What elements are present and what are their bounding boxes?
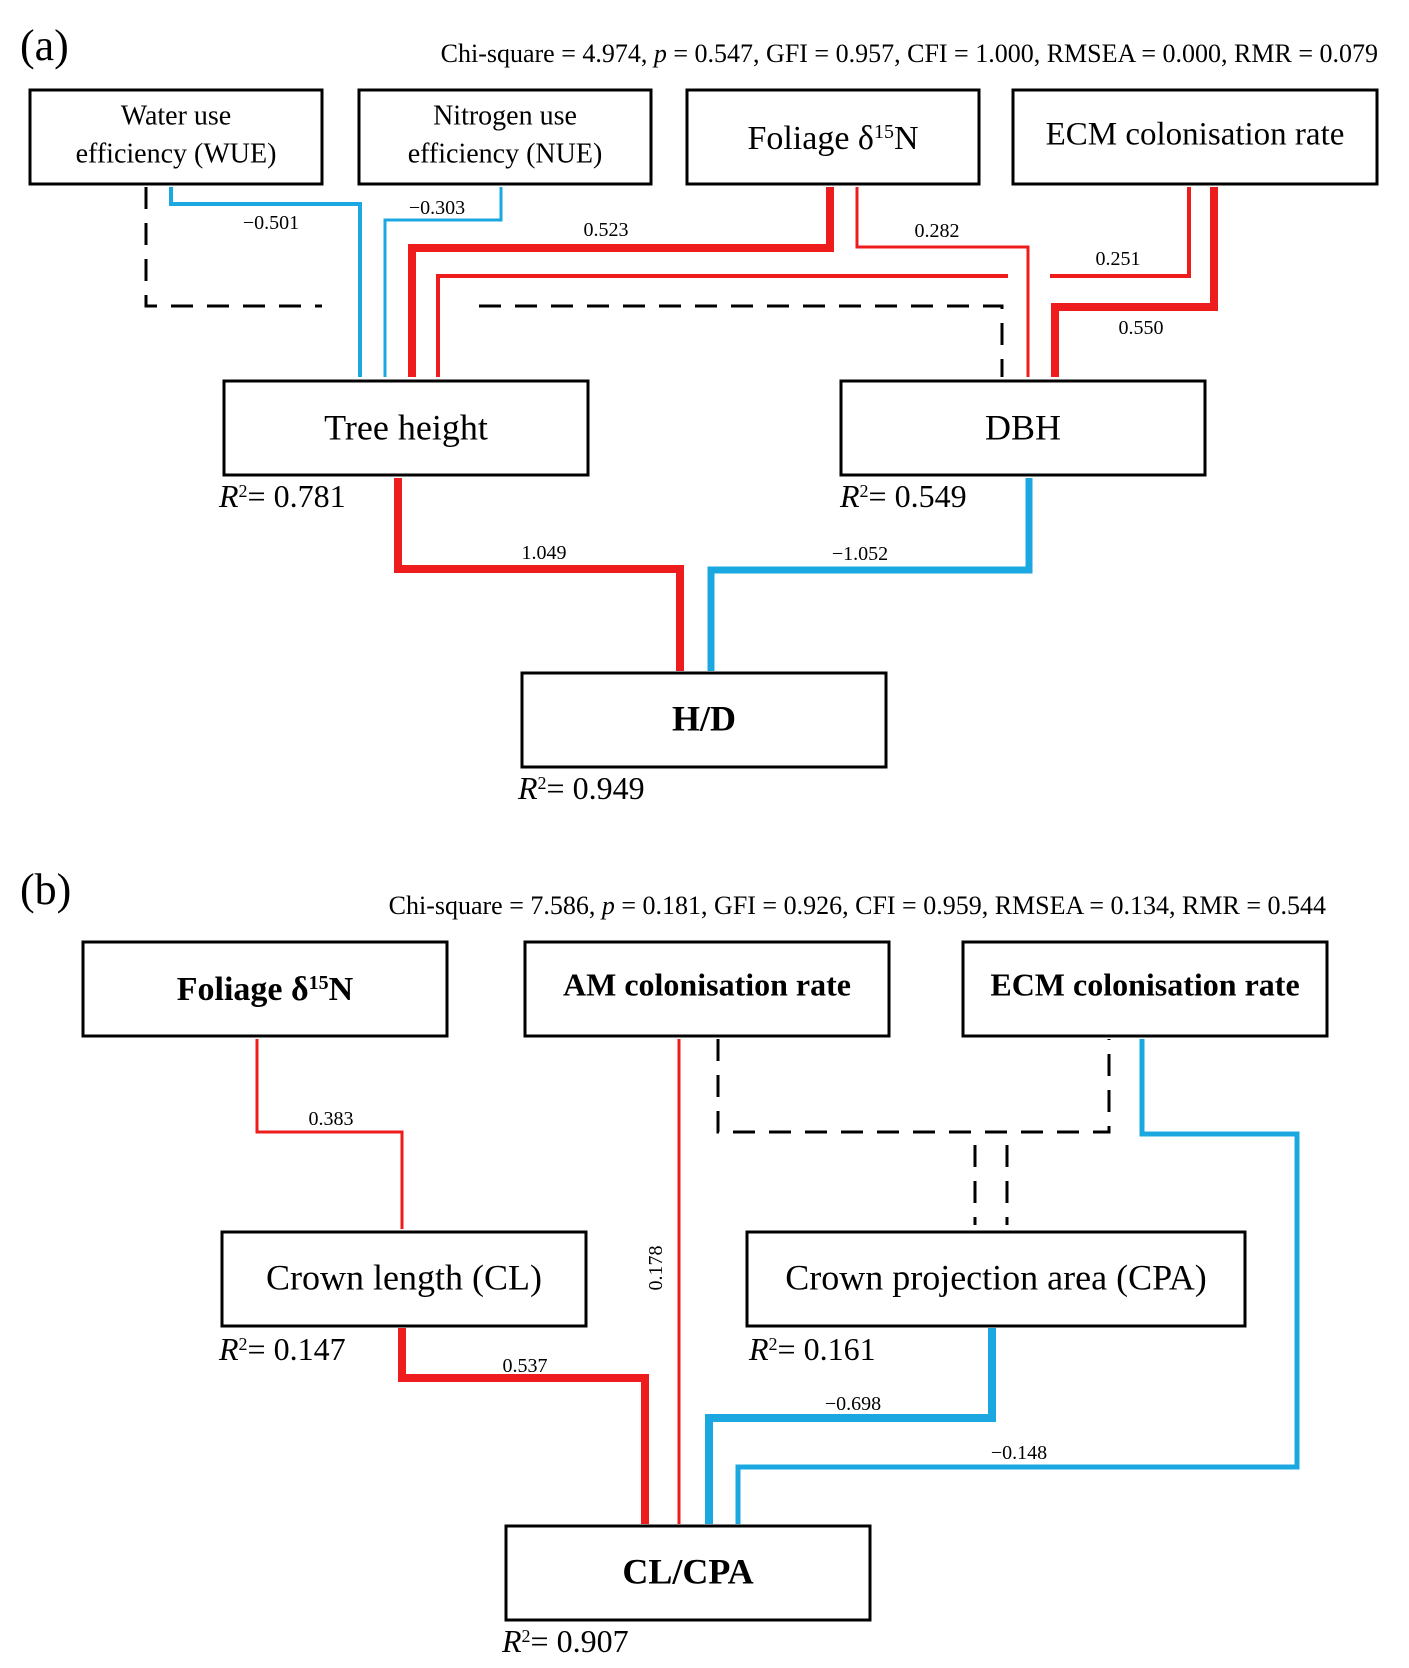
node-nue: Nitrogen use efficiency (NUE) [357,88,653,186]
panel-a-fit-indices: Chi-square = 4.974, p = 0.547, GFI = 0.9… [441,39,1378,68]
path-ecm-dbh [1051,187,1218,377]
coef-foliage-cl: 0.383 [309,1108,354,1130]
path-dbh-hd [707,478,1033,671]
coef-cpa-clcpa: −0.698 [825,1393,881,1415]
coef-cl-clcpa: 0.537 [503,1355,548,1377]
panel-a-label: (a) [20,21,69,70]
r2-dbh: R2= 0.549 [839,478,967,514]
path-cpa-clcpa [705,1328,996,1524]
path-cl-clcpa [398,1328,649,1524]
r2-cl: R2= 0.147 [218,1331,346,1367]
coef-ecm-height: 0.251 [1096,248,1141,270]
node-wue-line2: efficiency (WUE) [76,138,277,169]
coef-foliage-dbh: 0.282 [915,220,960,242]
node-wue-line1: Water use [121,100,231,131]
node-nue-line2: efficiency (NUE) [408,138,603,169]
node-hd: H/D [520,671,888,769]
node-ecm-a-label: ECM colonisation rate [1046,117,1345,153]
node-dbh-label: DBH [985,407,1061,447]
panel-b-label: (b) [20,865,71,914]
node-ecm-b-label: ECM colonisation rate [990,966,1299,1002]
r2-clcpa: R2= 0.907 [501,1623,629,1659]
node-clcpa-label: CL/CPA [622,1551,753,1591]
node-ecm-a: ECM colonisation rate [1011,88,1379,186]
panel-a: (a) Chi-square = 4.974, p = 0.547, GFI =… [20,21,1379,806]
coef-ecm-clcpa: −0.148 [991,1442,1047,1464]
panel-b: (b) Chi-square = 7.586, p = 0.181, GFI =… [20,865,1329,1659]
coef-am-clcpa: 0.178 [645,1246,667,1291]
coef-height-hd: 1.049 [522,542,567,564]
r2-hd: R2= 0.949 [517,770,645,806]
path-foliage-height [408,187,834,377]
path-height-hd [394,478,684,671]
path-foliage-dbh [855,187,1030,377]
path-ecm-height [436,187,1191,377]
node-cl: Crown length (CL) [220,1230,588,1328]
coef-ecm-dbh: 0.550 [1119,317,1164,339]
r2-cpa: R2= 0.161 [748,1331,876,1367]
path-wue-height [169,187,362,377]
covariance-height-dbh [479,304,1004,377]
path-ecm-clcpa [735,1039,1300,1524]
node-foliage-b-label: Foliage δ15N [177,971,354,1008]
coef-wue-height: −0.501 [243,212,299,234]
r2-tree-height: R2= 0.781 [218,478,346,514]
node-cl-label: Crown length (CL) [266,1257,542,1297]
node-foliage-a: Foliage δ15N [685,88,981,186]
panel-a-paths [144,187,1218,671]
node-hd-label: H/D [672,698,736,738]
panel-b-paths [255,1039,1300,1524]
node-foliage-b: Foliage δ15N [81,940,449,1038]
node-dbh: DBH [839,379,1207,477]
node-am: AM colonisation rate [523,940,891,1038]
panel-b-fit-indices: Chi-square = 7.586, p = 0.181, GFI = 0.9… [389,891,1326,920]
node-tree-height-label: Tree height [324,407,488,447]
node-wue: Water use efficiency (WUE) [28,88,324,186]
coef-foliage-height: 0.523 [584,219,629,241]
node-clcpa: CL/CPA [504,1524,872,1622]
node-ecm-b: ECM colonisation rate [961,940,1329,1038]
coef-nue-height: −0.303 [409,197,465,219]
path-foliage-cl [255,1039,404,1229]
node-am-label: AM colonisation rate [563,966,851,1002]
node-nue-line1: Nitrogen use [433,100,577,131]
node-foliage-a-label: Foliage δ15N [747,120,918,157]
coef-dbh-hd: −1.052 [832,543,888,565]
path-nue-height [383,187,503,377]
covariance-wue-height [144,187,322,308]
node-cpa-label: Crown projection area (CPA) [785,1257,1207,1297]
node-cpa: Crown projection area (CPA) [745,1230,1247,1328]
node-tree-height: Tree height [222,379,590,477]
covariance-am-ecm [716,1039,1111,1134]
